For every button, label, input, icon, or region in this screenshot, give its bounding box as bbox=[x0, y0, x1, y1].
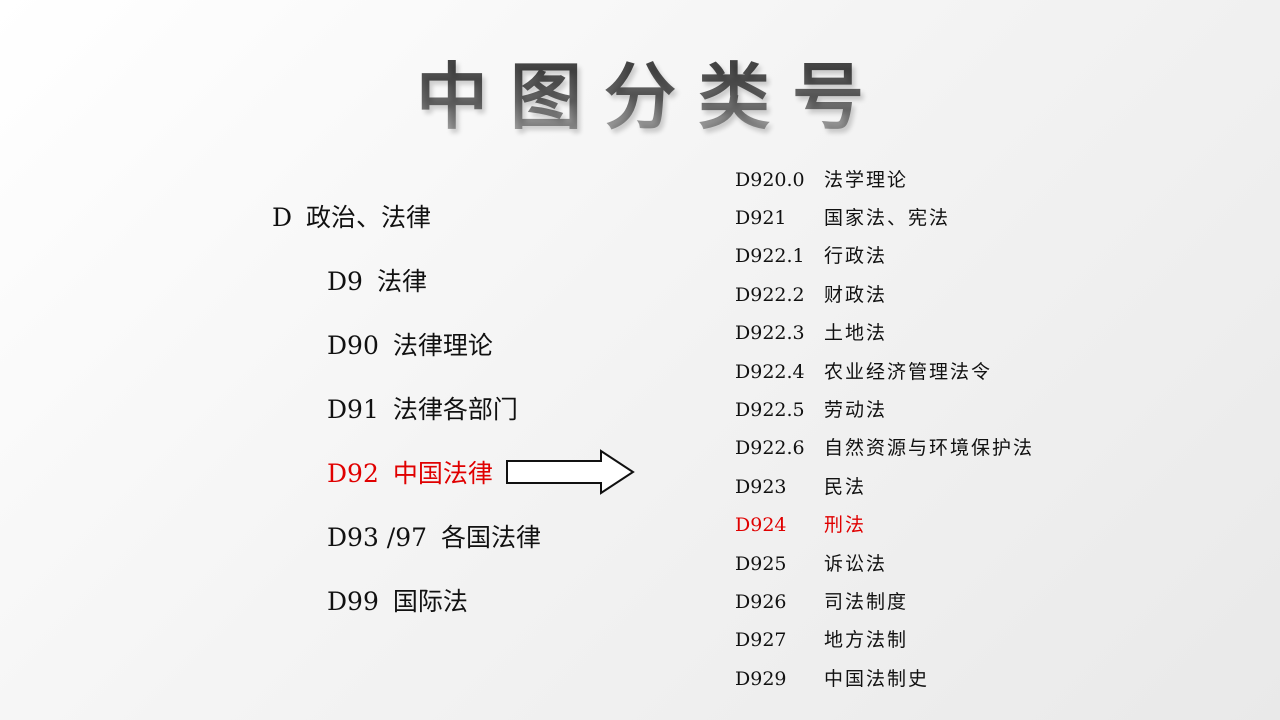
class-label: 法律理论 bbox=[392, 331, 493, 360]
subclass-row: D923 民法 bbox=[735, 474, 866, 500]
subclass-code: D925 bbox=[735, 553, 787, 575]
subclass-row: D925 诉讼法 bbox=[735, 551, 887, 577]
class-item-d99: D99 国际法 bbox=[327, 585, 468, 619]
class-item-d9: D9 法律 bbox=[327, 265, 427, 299]
class-label: 法律 bbox=[376, 267, 427, 296]
class-code: D92 bbox=[327, 459, 379, 488]
class-item-d91: D91 法律各部门 bbox=[327, 393, 518, 427]
subclass-label: 行政法 bbox=[824, 245, 888, 267]
class-code: D9 bbox=[327, 267, 363, 296]
subclass-code: D922.1 bbox=[735, 245, 805, 267]
subclass-label: 土地法 bbox=[824, 322, 888, 344]
class-code: D91 bbox=[327, 395, 379, 424]
subclass-row-highlighted: D924 刑法 bbox=[735, 512, 866, 538]
subclass-row: D926 司法制度 bbox=[735, 589, 908, 615]
subclass-row: D922.1 行政法 bbox=[735, 243, 887, 269]
class-code: D90 bbox=[327, 331, 379, 360]
subclass-code: D926 bbox=[735, 591, 787, 613]
page-title: 中图分类号 bbox=[0, 52, 1280, 142]
subclass-code: D921 bbox=[735, 207, 787, 229]
class-code: D99 bbox=[327, 587, 379, 616]
class-code: D93 /97 bbox=[327, 523, 428, 552]
class-item-d93-97: D93 /97 各国法律 bbox=[327, 521, 541, 555]
right-arrow-icon bbox=[506, 449, 635, 495]
subclass-row: D927 地方法制 bbox=[735, 627, 908, 653]
subclass-row: D921 国家法、宪法 bbox=[735, 205, 950, 231]
subclass-row: D922.5 劳动法 bbox=[735, 397, 887, 423]
category-label: 政治、法律 bbox=[306, 203, 432, 232]
subclass-code: D920.0 bbox=[735, 169, 805, 191]
subclass-label: 自然资源与环境保护法 bbox=[824, 437, 1035, 459]
subclass-label: 中国法制史 bbox=[824, 668, 930, 690]
subclass-label: 财政法 bbox=[824, 284, 888, 306]
subclass-label: 农业经济管理法令 bbox=[824, 361, 993, 383]
subclass-label: 国家法、宪法 bbox=[824, 207, 951, 229]
subclass-row: D922.4 农业经济管理法令 bbox=[735, 359, 992, 385]
subclass-code: D923 bbox=[735, 476, 787, 498]
subclass-label: 刑法 bbox=[824, 514, 867, 536]
subclass-label: 民法 bbox=[824, 476, 867, 498]
subclass-label: 劳动法 bbox=[824, 399, 888, 421]
category-d: D 政治、法律 bbox=[272, 201, 431, 235]
subclass-label: 法学理论 bbox=[824, 169, 909, 191]
subclass-row: D922.2 财政法 bbox=[735, 282, 887, 308]
subclass-code: D922.3 bbox=[735, 322, 805, 344]
class-item-d90: D90 法律理论 bbox=[327, 329, 493, 363]
subclass-label: 诉讼法 bbox=[824, 553, 888, 575]
subclass-row: D929 中国法制史 bbox=[735, 666, 929, 692]
subclass-code: D929 bbox=[735, 668, 787, 690]
subclass-row: D922.3 土地法 bbox=[735, 320, 887, 346]
subclass-code: D924 bbox=[735, 514, 787, 536]
subclass-code: D927 bbox=[735, 629, 787, 651]
subclass-code: D922.6 bbox=[735, 437, 805, 459]
subclass-code: D922.5 bbox=[735, 399, 805, 421]
subclass-code: D922.4 bbox=[735, 361, 805, 383]
subclass-row: D922.6 自然资源与环境保护法 bbox=[735, 435, 1034, 461]
subclass-label: 地方法制 bbox=[824, 629, 909, 651]
class-label: 中国法律 bbox=[392, 459, 493, 488]
class-item-d92: D92 中国法律 bbox=[327, 457, 493, 491]
subclass-label: 司法制度 bbox=[824, 591, 909, 613]
subclass-row: D920.0 法学理论 bbox=[735, 167, 908, 193]
category-code: D bbox=[272, 203, 293, 232]
subclass-code: D922.2 bbox=[735, 284, 805, 306]
class-label: 法律各部门 bbox=[392, 395, 518, 424]
class-label: 各国法律 bbox=[441, 523, 542, 552]
class-label: 国际法 bbox=[392, 587, 468, 616]
